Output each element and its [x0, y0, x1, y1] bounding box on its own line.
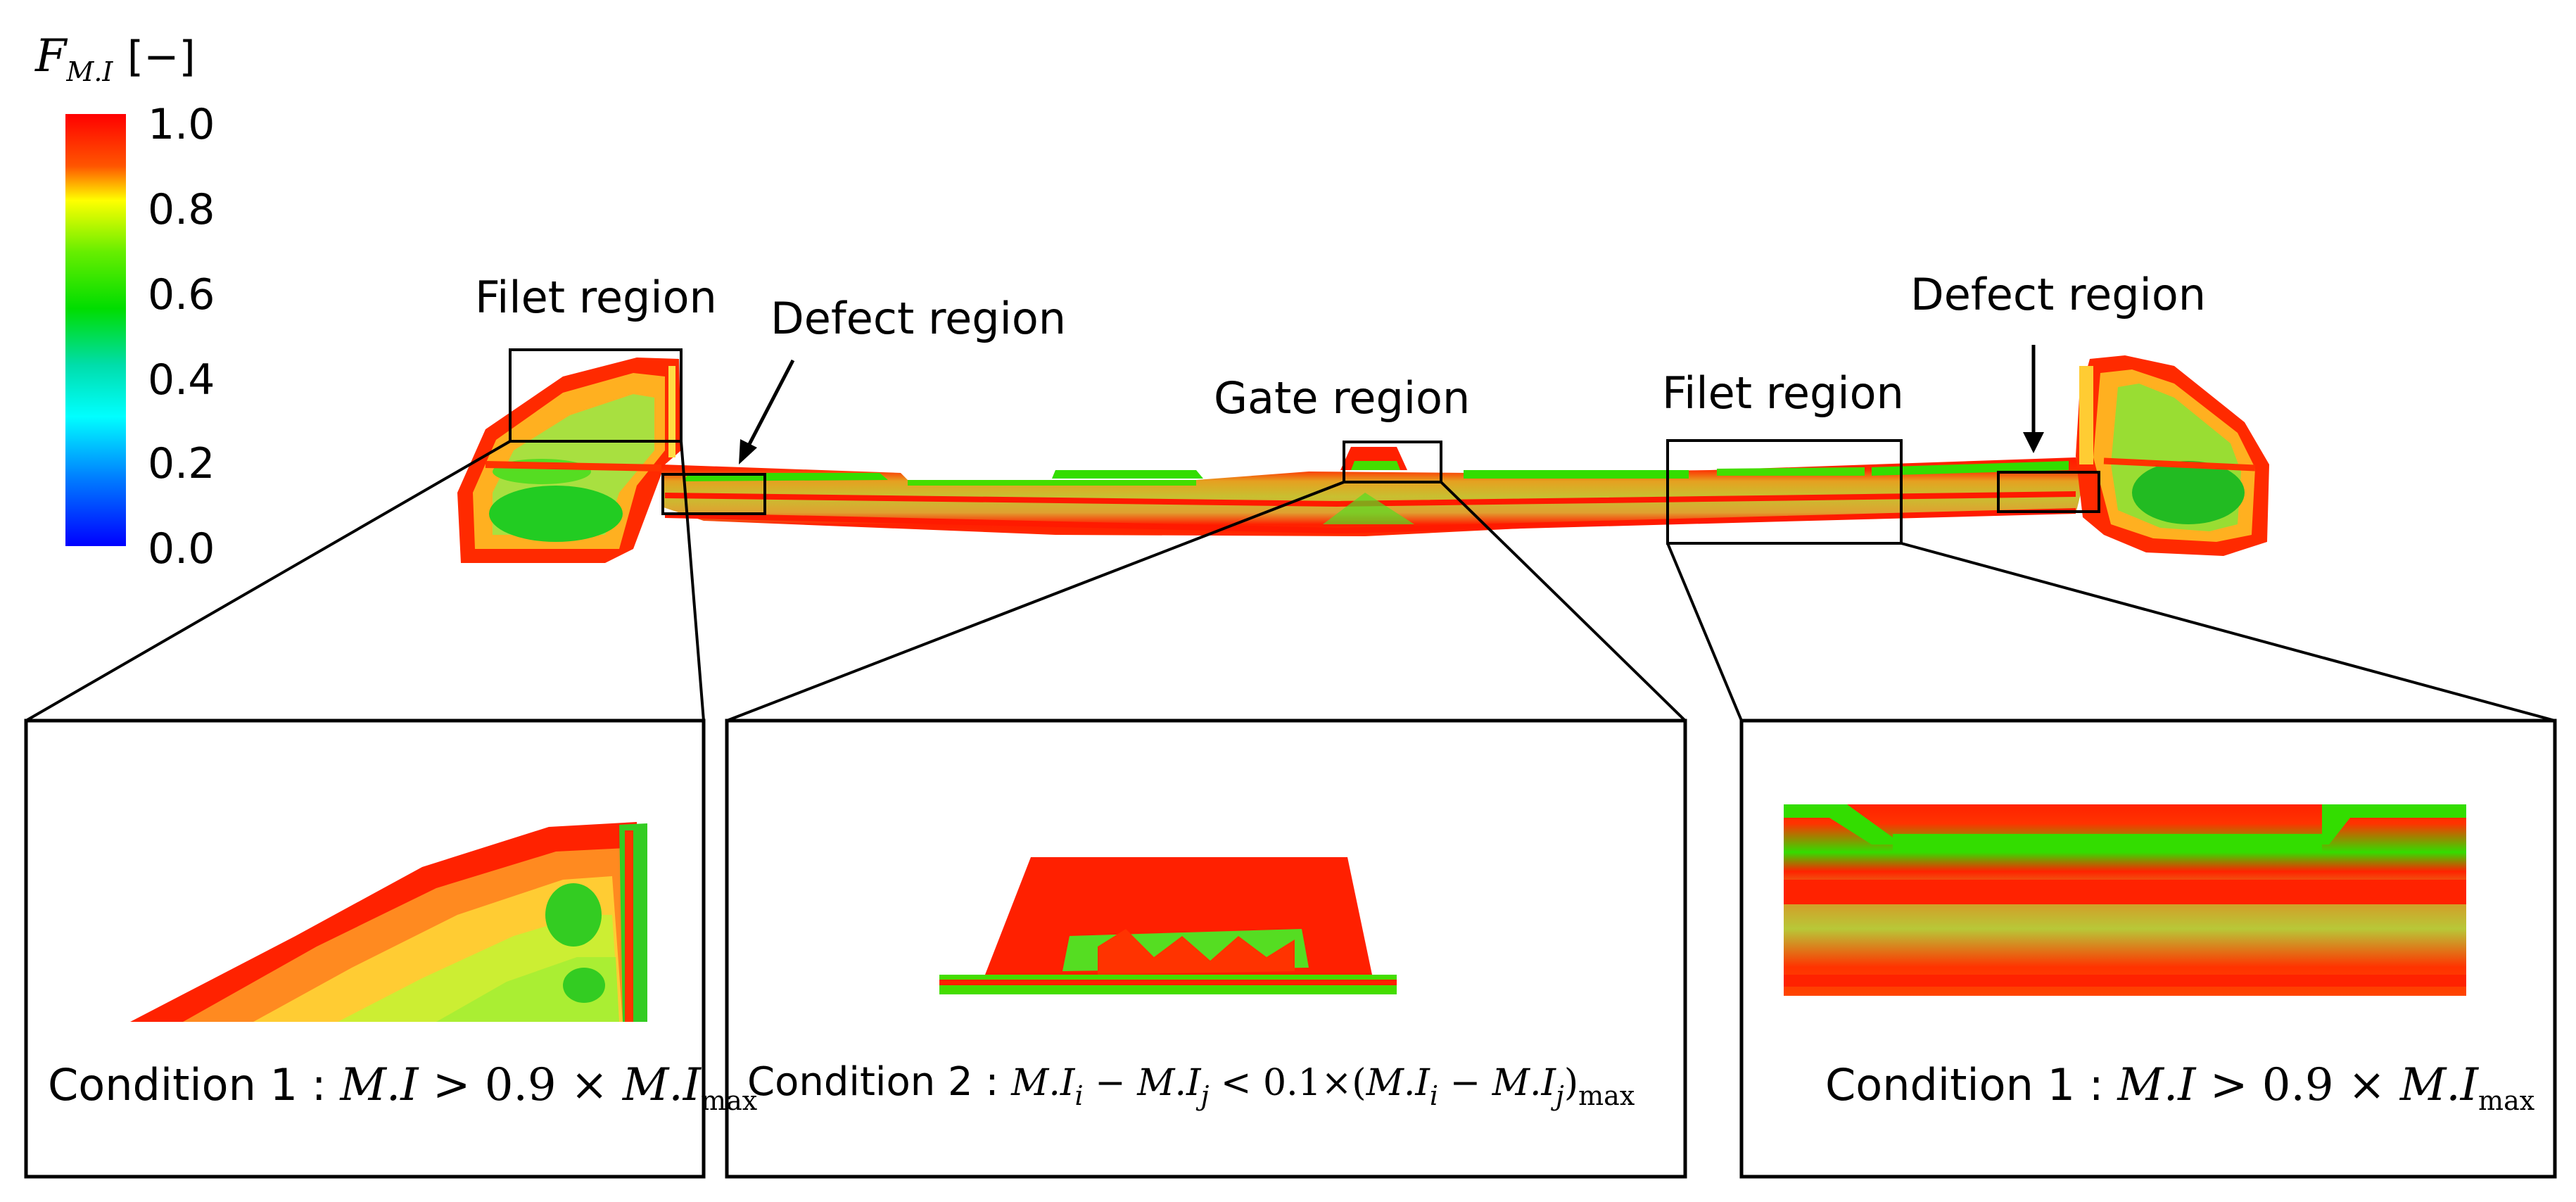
label-gate-region: Gate region — [1214, 372, 1471, 424]
colorbar-title: FM.I [−] — [35, 34, 196, 85]
condition-right-rhs-sub: max — [2478, 1085, 2535, 1116]
condition-left-rhs-sub: max — [701, 1085, 758, 1116]
zoom-lines — [25, 440, 2556, 722]
condition-middle-term4-sub: j — [1556, 1080, 1564, 1111]
label-filet-region-right: Filet region — [1662, 367, 1904, 419]
condition-middle-close-sub: max — [1578, 1080, 1635, 1111]
region-boxes — [509, 348, 2100, 545]
colorbar-title-subscript: M.I — [66, 56, 113, 87]
condition-middle-term1: M.I — [1011, 1062, 1075, 1104]
defect-box-left — [661, 473, 766, 515]
filet-box-right — [1666, 439, 1903, 545]
colorbar — [65, 114, 126, 546]
casting-part — [457, 355, 2269, 563]
condition-middle-term3-sub: i — [1429, 1080, 1439, 1111]
condition-middle-prefix: Condition 2 : — [747, 1059, 1012, 1105]
condition-middle-minus1: − — [1083, 1062, 1138, 1104]
colorbar-tick: 0.2 — [148, 439, 215, 488]
condition-left-rhs: M.I — [622, 1059, 702, 1111]
condition-right: Condition 1 : M.I > 0.9 × M.Imax — [1825, 1063, 2534, 1114]
label-defect-region-left: Defect region — [770, 293, 1067, 344]
label-filet-region-left: Filet region — [475, 272, 717, 323]
gate-box — [1343, 441, 1442, 483]
label-defect-region-right: Defect region — [1910, 269, 2207, 320]
condition-middle: Condition 2 : M.Ii − M.Ij < 0.1×(M.Ii − … — [747, 1062, 1635, 1111]
condition-left: Condition 1 : M.I > 0.9 × M.Imax — [48, 1063, 757, 1114]
colorbar-tick: 0.0 — [148, 524, 215, 574]
condition-middle-term4: M.I — [1492, 1062, 1556, 1104]
colorbar-tick: 1.0 — [148, 100, 215, 149]
defect-box-right — [1997, 471, 2100, 513]
condition-left-prefix: Condition 1 : — [48, 1059, 341, 1111]
inset-left-contour — [130, 822, 647, 1022]
condition-middle-term2-sub: j — [1200, 1080, 1210, 1111]
condition-middle-term2: M.I — [1137, 1062, 1201, 1104]
colorbar-title-unit: [−] — [127, 32, 196, 82]
colorbar-tick: 0.4 — [148, 355, 215, 405]
condition-right-rhs: M.I — [2399, 1059, 2479, 1111]
condition-middle-op: < 0.1×( — [1209, 1062, 1366, 1104]
condition-right-prefix: Condition 1 : — [1825, 1059, 2118, 1111]
condition-left-op: > 0.9 × — [418, 1059, 623, 1111]
condition-right-op: > 0.9 × — [2195, 1059, 2400, 1111]
colorbar-tick: 0.6 — [148, 270, 215, 320]
arrow-defect-left — [746, 359, 795, 448]
condition-middle-close: ) — [1563, 1062, 1579, 1104]
arrows — [739, 345, 2044, 464]
colorbar-tick: 0.8 — [148, 185, 215, 234]
condition-middle-term3: M.I — [1366, 1062, 1430, 1104]
colorbar-title-symbol: F — [35, 30, 67, 82]
condition-middle-minus2: − — [1438, 1062, 1492, 1104]
condition-right-lhs: M.I — [2117, 1059, 2196, 1111]
condition-left-lhs: M.I — [340, 1059, 419, 1111]
condition-middle-term1-sub: i — [1074, 1080, 1084, 1111]
inset-middle-contour — [939, 857, 1397, 994]
inset-right-contour — [1784, 804, 2466, 996]
filet-box-left — [509, 348, 683, 443]
